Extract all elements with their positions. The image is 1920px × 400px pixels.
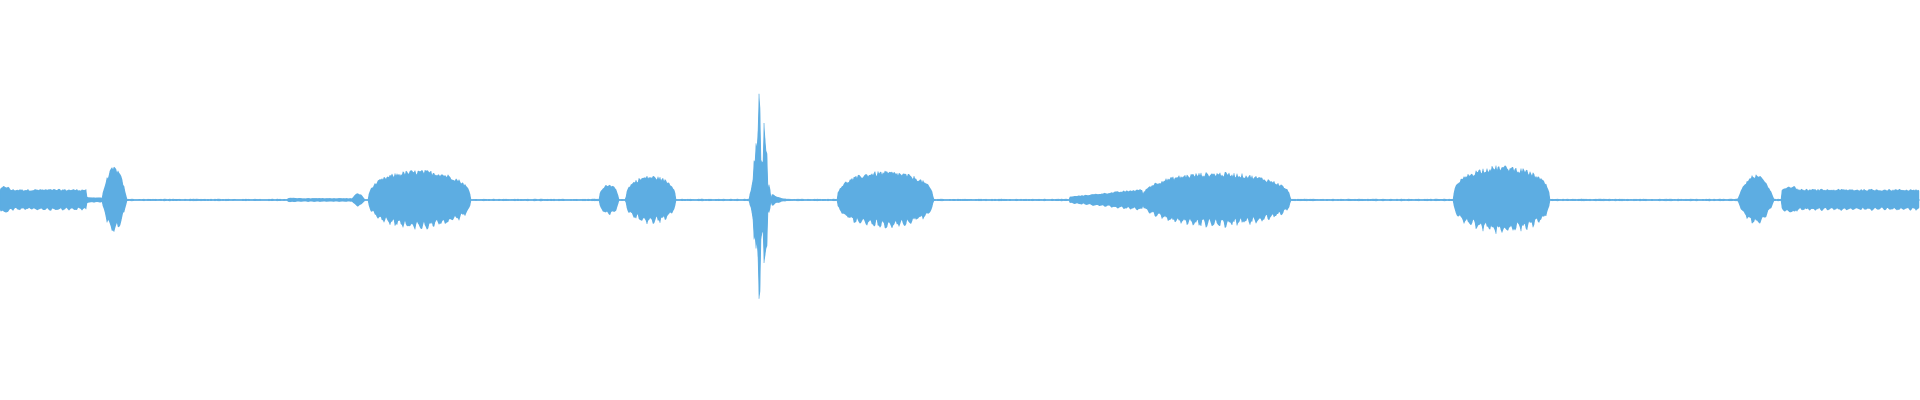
waveform-envelope bbox=[0, 93, 1920, 299]
